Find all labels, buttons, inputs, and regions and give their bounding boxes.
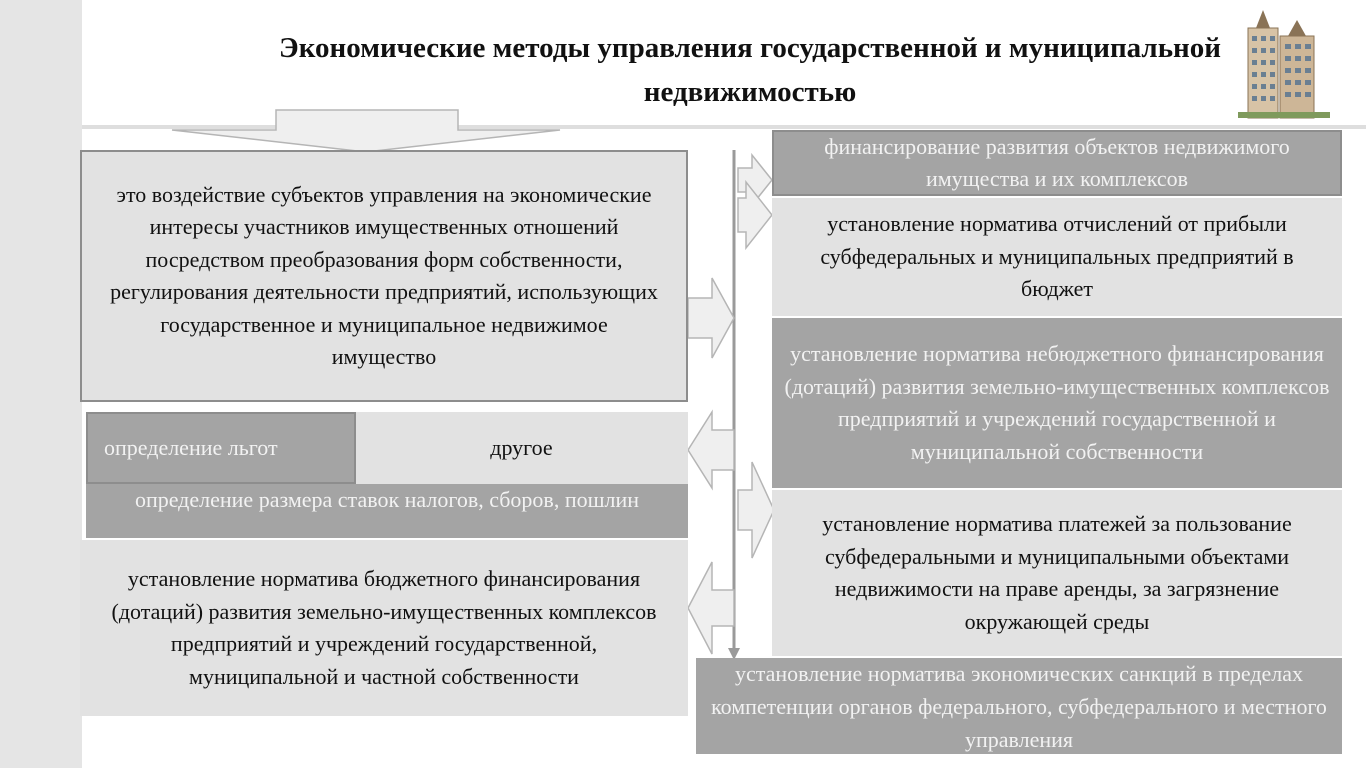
budget-financing-text: установление норматива бюджетного финанс…: [111, 566, 657, 689]
profit-deductions-box: установление норматива отчислений от при…: [772, 198, 1342, 316]
definition-text: это воздействие субъектов управления на …: [110, 181, 658, 370]
title-divider: [82, 125, 1366, 129]
other-box: другое: [355, 412, 688, 484]
slide-title: Экономические методы управления государс…: [279, 32, 1221, 108]
rent-payments-text: установление норматива платежей за польз…: [822, 511, 1292, 634]
sanctions-box: установление норматива экономических сан…: [696, 658, 1342, 754]
sanctions-text: установление норматива экономических сан…: [711, 660, 1327, 752]
other-text: другое: [490, 434, 553, 460]
rent-payments-box: установление норматива платежей за польз…: [772, 490, 1342, 656]
tax-rates-text: определение размера ставок налогов, сбор…: [134, 487, 640, 512]
budget-financing-box: установление норматива бюджетного финанс…: [80, 540, 688, 716]
building-icon: [1234, 6, 1334, 122]
non-budget-financing-text: установление норматива небюджетного фина…: [784, 341, 1330, 464]
benefits-box: определение льгот: [86, 412, 356, 484]
benefits-text: определение льгот: [104, 434, 278, 460]
tax-rates-box: определение размера ставок налогов, сбор…: [86, 484, 688, 538]
non-budget-financing-box: установление норматива небюджетного фина…: [772, 318, 1342, 488]
definition-box: это воздействие субъектов управления на …: [80, 150, 688, 402]
profit-deductions-text: установление норматива отчислений от при…: [820, 211, 1294, 302]
financing-development-box: финансирование развития объектов недвижи…: [772, 130, 1342, 196]
financing-development-text: финансирование развития объектов недвижи…: [824, 134, 1290, 191]
